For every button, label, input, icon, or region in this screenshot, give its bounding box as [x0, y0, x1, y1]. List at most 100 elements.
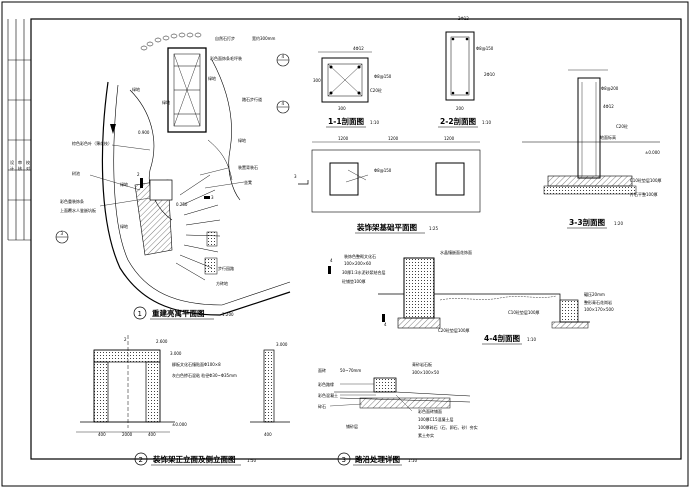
svg-text:C20砼: C20砼 — [370, 87, 382, 93]
svg-text:1:200: 1:200 — [222, 312, 234, 317]
label-stone-stair: 踏石步行道 — [242, 96, 262, 102]
svg-text:C10砼垫层100厚: C10砼垫层100厚 — [508, 309, 540, 315]
plan-drawing: 自然石打步 宽约300mm 彩色面饰条毛坪装 绿地 绿地 踏石步行道 绿地 0.… — [55, 32, 291, 320]
svg-text:3: 3 — [294, 174, 297, 179]
svg-text:C20砼垫层100厚: C20砼垫层100厚 — [438, 327, 470, 333]
svg-text:1-1剖面图: 1-1剖面图 — [328, 116, 365, 126]
label-grass-joint: 上面覆水人鉴嵌坑板 — [60, 207, 96, 213]
road-edge-detail: 面砖 50~70mm 青砂岩石板 300×100×50 彩色路缘 彩色混凝土 碎… — [318, 361, 478, 466]
svg-text:整形青石花岗岩: 整形青石花岗岩 — [584, 299, 612, 305]
svg-text:Φ8@200: Φ8@200 — [601, 86, 619, 91]
svg-text:300: 300 — [338, 106, 346, 111]
svg-text:2: 2 — [124, 337, 127, 342]
inner-frame — [30, 18, 682, 460]
label-brick-rail: 彩色面饰条毛坪装 — [210, 55, 242, 61]
svg-text:1:10: 1:10 — [408, 458, 417, 463]
elevation-drawing: 2.600 3.000 ±0.000 3.000 柳板文化石镶贴面Φ100×8 … — [76, 335, 290, 466]
svg-text:400: 400 — [98, 432, 106, 437]
pebble-path — [140, 32, 202, 51]
svg-text:400: 400 — [148, 432, 156, 437]
pergola-outline — [167, 47, 207, 133]
svg-text:1200: 1200 — [338, 136, 349, 141]
label-fence: 装置背装石 — [238, 164, 258, 170]
svg-text:400: 400 — [264, 432, 272, 437]
label-green: 绿地 — [120, 181, 128, 187]
svg-text:2-2剖面图: 2-2剖面图 — [440, 116, 477, 126]
svg-text:彩色面砖铺面: 彩色面砖铺面 — [418, 408, 442, 414]
section-marker: 3 — [55, 230, 69, 244]
svg-text:1:10: 1:10 — [370, 120, 379, 125]
label-flowers: 棕色彩色叶（薄花枝） — [72, 140, 112, 146]
svg-text:4: 4 — [282, 54, 285, 59]
svg-text:重建亮寓平面图: 重建亮寓平面图 — [152, 308, 205, 318]
svg-text:1:50: 1:50 — [247, 458, 256, 463]
svg-text:4Φ12: 4Φ12 — [603, 104, 614, 109]
svg-text:4: 4 — [330, 258, 333, 263]
svg-text:200: 200 — [456, 106, 464, 111]
svg-text:C20砼: C20砼 — [616, 123, 628, 129]
label-width: 宽约300mm — [252, 35, 276, 41]
section-1-1: 4Φ12 Φ8@150 C20砼 300 300 1-1剖面图 1:10 — [313, 46, 392, 128]
label-elev: 0.900 — [138, 130, 150, 135]
svg-text:±0.000: ±0.000 — [172, 422, 187, 427]
svg-text:路沿处理详图: 路沿处理详图 — [355, 454, 400, 464]
title-block-row: 设 — [10, 159, 14, 165]
label-pebble: 自然石打步 — [215, 35, 235, 41]
plan-title: 1 重建亮寓平面图 1:200 — [133, 306, 234, 320]
svg-text:1200: 1200 — [388, 136, 399, 141]
svg-text:100×200×60: 100×200×60 — [344, 261, 372, 266]
svg-text:1: 1 — [138, 310, 142, 318]
fan-steps — [175, 174, 221, 281]
label-green: 绿地 — [208, 75, 216, 81]
svg-text:2Φ12: 2Φ12 — [458, 16, 469, 21]
svg-text:1:25: 1:25 — [429, 226, 438, 231]
label-color-shelf: 彩色重装饰条 — [60, 198, 84, 204]
svg-text:3.000: 3.000 — [276, 342, 288, 347]
svg-text:3: 3 — [61, 231, 64, 236]
svg-text:100×170×500: 100×170×500 — [584, 307, 614, 312]
svg-text:30厚1:3水泥砂浆结合层: 30厚1:3水泥砂浆结合层 — [342, 269, 386, 275]
svg-text:±0.000: ±0.000 — [645, 150, 660, 155]
svg-text:彩色路缘: 彩色路缘 — [318, 381, 334, 387]
svg-text:2: 2 — [139, 456, 143, 464]
title-block: 设 计 审 核 校 对 — [7, 19, 31, 241]
svg-text:4: 4 — [282, 101, 285, 106]
svg-text:砼铺垫100厚: 砼铺垫100厚 — [342, 278, 366, 284]
svg-text:4Φ12: 4Φ12 — [353, 46, 364, 51]
svg-text:灰白色掺石混粘 粒径Φ30~Φ35mm: 灰白色掺石混粘 粒径Φ30~Φ35mm — [172, 372, 237, 378]
svg-text:1200: 1200 — [444, 136, 455, 141]
label-green: 绿地 — [238, 137, 246, 143]
svg-text:3-3剖面图: 3-3剖面图 — [569, 217, 606, 227]
svg-text:300: 300 — [313, 78, 321, 83]
svg-text:Φ8@150: Φ8@150 — [476, 46, 494, 51]
svg-text:彩色混凝土: 彩色混凝土 — [318, 392, 338, 398]
foundation-plan: 1200 1200 1200 Φ8@150 3 装饰架基础平面图 1:25 — [294, 136, 481, 234]
svg-text:3: 3 — [342, 456, 346, 464]
svg-text:装饰架基础平面图: 装饰架基础平面图 — [356, 222, 417, 232]
svg-text:铺砂层: 铺砂层 — [346, 423, 358, 429]
label-green: 绿地 — [132, 86, 140, 92]
svg-text:2: 2 — [137, 172, 140, 177]
svg-text:100厚碎石（石、卵石、砂）夯实: 100厚碎石（石、卵石、砂）夯实 — [418, 424, 478, 430]
title-block-row: 对 — [26, 165, 30, 171]
title-block-row: 核 — [18, 165, 22, 171]
svg-text:1:10: 1:10 — [482, 120, 491, 125]
svg-text:水晶镶嵌面花饰面: 水晶镶嵌面花饰面 — [440, 249, 472, 255]
svg-text:C10砼垫层100厚: C10砼垫层100厚 — [630, 177, 662, 183]
svg-text:50~70mm: 50~70mm — [340, 368, 361, 373]
svg-text:2000: 2000 — [122, 432, 133, 437]
label-tile-path: 步行园路 — [218, 265, 234, 271]
svg-text:1:10: 1:10 — [527, 337, 536, 342]
section-3-3: Φ8@200 4Φ12 C20砼 地面标高 ±0.000 C10砼垫层100厚 … — [522, 69, 662, 229]
svg-text:碾压20mm: 碾压20mm — [584, 291, 605, 297]
svg-text:Φ8@150: Φ8@150 — [374, 168, 392, 173]
svg-text:300×100×50: 300×100×50 — [412, 370, 440, 375]
svg-text:柳板文化石镶贴面Φ100×8: 柳板文化石镶贴面Φ100×8 — [172, 361, 221, 367]
svg-text:4: 4 — [384, 322, 387, 327]
svg-text:4-4剖面图: 4-4剖面图 — [484, 333, 521, 343]
label-elev2: 0.250 — [176, 202, 188, 207]
label-green: 绿地 — [120, 223, 128, 229]
svg-text:1:20: 1:20 — [614, 221, 623, 226]
label-green: 绿地 — [162, 99, 170, 105]
